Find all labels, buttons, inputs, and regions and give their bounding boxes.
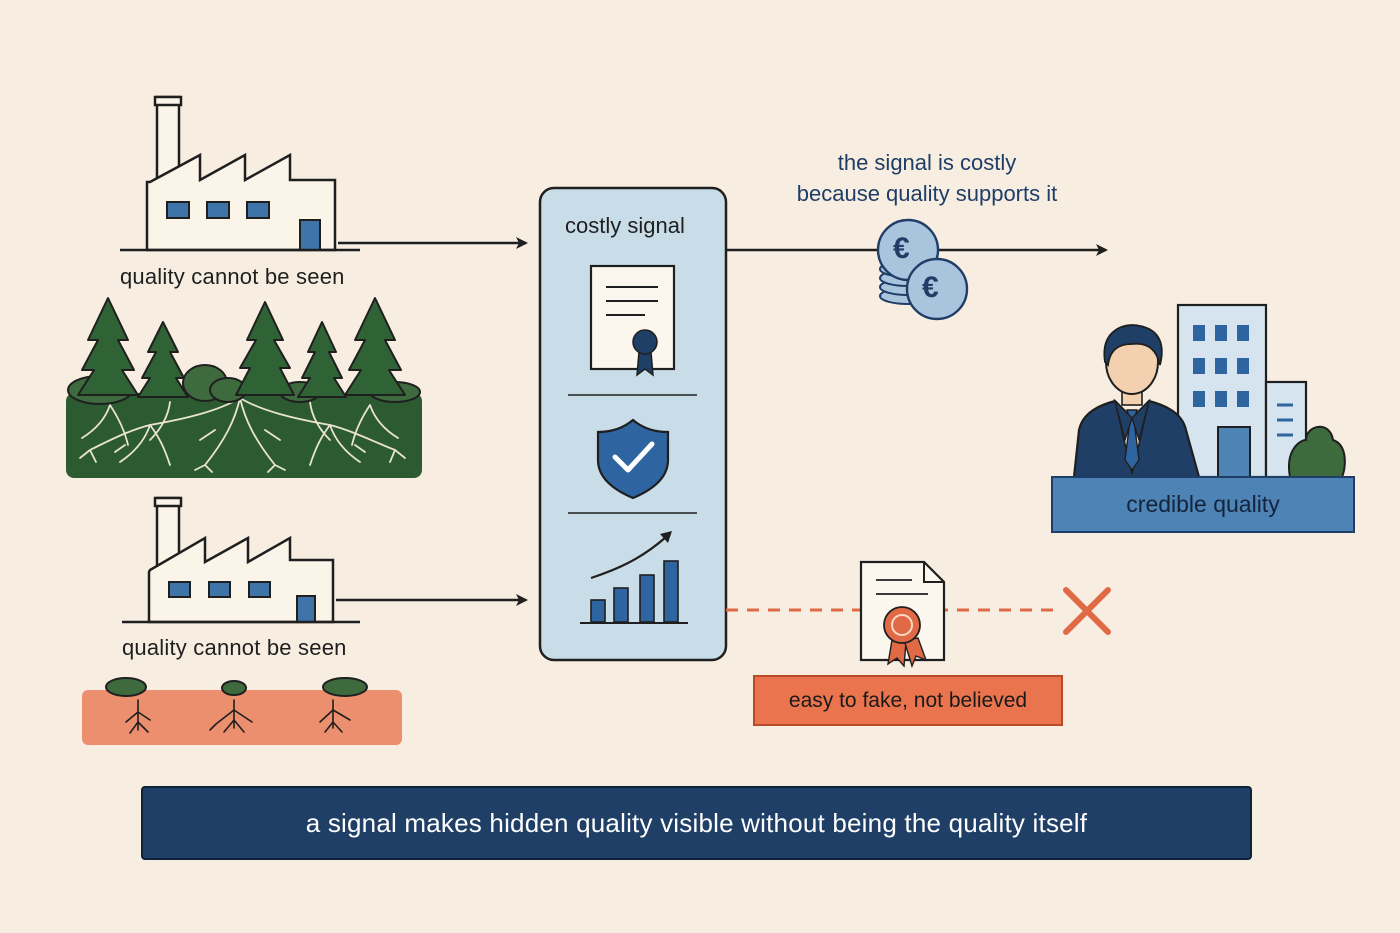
fake-certificate-icon [859, 560, 946, 669]
signal-panel-title: costly signal [565, 213, 685, 238]
cross-icon [1063, 587, 1111, 635]
euro-coins-icon [876, 218, 969, 321]
shield-check-icon [596, 418, 670, 500]
costly-note: the signal is costly because quality sup… [768, 147, 1086, 209]
healthy-soil-roots [66, 393, 422, 478]
top-factory-label: quality cannot be seen [120, 264, 345, 289]
certificate-icon [589, 264, 676, 377]
businessman-icon [1072, 324, 1201, 479]
tree-icon [67, 297, 421, 405]
credible-quality-label: credible quality [1051, 476, 1355, 533]
coin-symbol-back: € [893, 232, 910, 265]
office-building-icon [1176, 303, 1346, 479]
costly-note-line-1: the signal is costly [837, 150, 1017, 175]
top-factory-icon [120, 95, 360, 252]
fake-signal-label: easy to fake, not believed [753, 675, 1063, 726]
caption-banner: a signal makes hidden quality visible wi… [141, 786, 1252, 860]
bottom-factory-icon [122, 496, 360, 624]
costly-note-line-2: because quality supports it [796, 181, 1058, 206]
poor-soil-roots [82, 677, 402, 745]
coin-symbol-front: € [922, 271, 939, 304]
growth-chart-icon [580, 531, 688, 624]
bottom-factory-label: quality cannot be seen [122, 635, 347, 660]
